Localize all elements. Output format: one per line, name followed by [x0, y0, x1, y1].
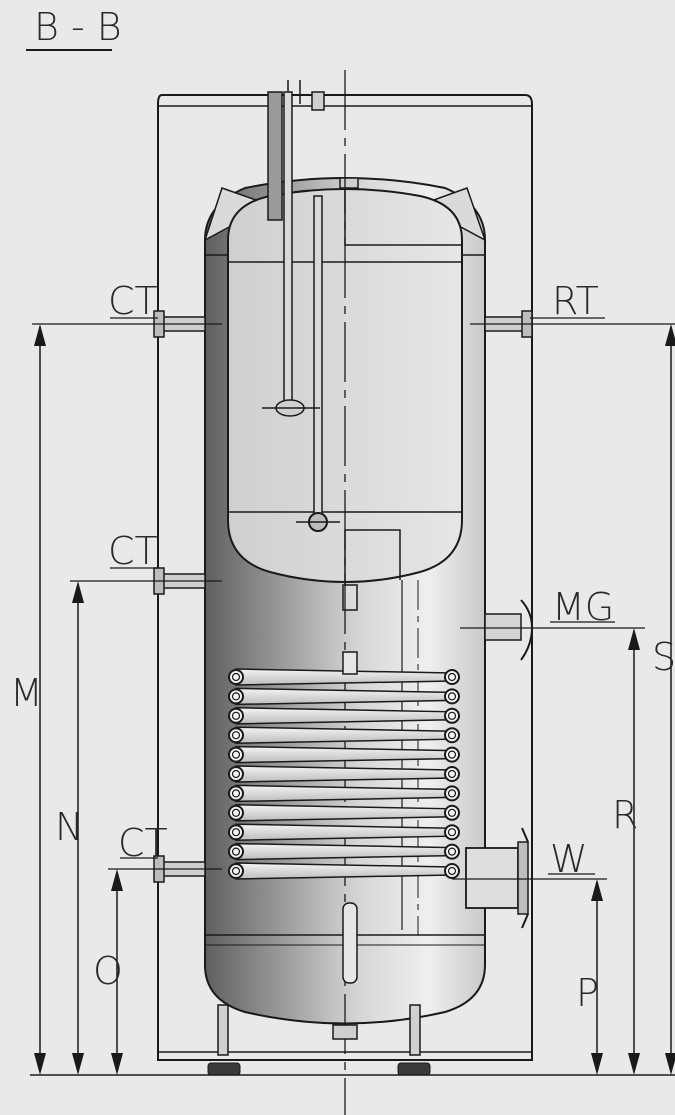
- coil-end: [228, 746, 244, 763]
- label-rt: RT: [552, 279, 599, 323]
- coil-end-inner: [231, 750, 241, 759]
- coil-end-inner: [231, 711, 241, 720]
- coil-end-inner: [231, 731, 241, 740]
- dim-r-arrow: [628, 628, 640, 650]
- heating-coil: [228, 651, 460, 984]
- coil-end: [228, 863, 244, 879]
- dim-p-arrow: [591, 879, 603, 901]
- label-mg: MG: [552, 585, 614, 629]
- dim-p-arrow: [591, 1053, 603, 1075]
- coil-end: [444, 707, 460, 724]
- coil-end: [444, 669, 460, 685]
- coil-end-inner: [231, 847, 241, 856]
- coil-end: [228, 785, 244, 802]
- coil-end: [228, 727, 244, 744]
- coil-end: [228, 766, 244, 782]
- coil-end: [444, 804, 460, 821]
- label-o: O: [93, 949, 123, 993]
- coil-end: [444, 727, 460, 744]
- coil-end: [444, 863, 460, 879]
- coil-end-inner: [231, 808, 241, 817]
- coil-end-inner: [447, 692, 457, 701]
- dim-n-arrow: [72, 581, 84, 603]
- coil-end-inner: [447, 866, 457, 876]
- coil-end-inner: [447, 731, 457, 740]
- coil-end-inner: [447, 711, 457, 720]
- section-title: B - B: [34, 5, 122, 49]
- coil-end-inner: [447, 808, 457, 817]
- coil-end-inner: [231, 769, 241, 779]
- coil-end: [444, 785, 460, 802]
- coil-end-inner: [447, 672, 457, 682]
- coil-end-inner: [447, 847, 457, 856]
- coil-end-inner: [231, 789, 241, 798]
- feet: [207, 1004, 431, 1076]
- coil-end-inner: [231, 692, 241, 701]
- coil-end-inner: [447, 769, 457, 779]
- top-pipes: [262, 80, 340, 532]
- coil-end: [444, 843, 460, 860]
- coil-end-inner: [231, 828, 241, 837]
- coil-end-inner: [447, 789, 457, 798]
- label-ct-bot: CT: [118, 821, 168, 865]
- coil-end: [228, 843, 244, 860]
- coil-end-inner: [231, 866, 241, 876]
- dim-m-arrow: [34, 324, 46, 346]
- coil-end-inner: [447, 750, 457, 759]
- connection-w: [465, 827, 529, 929]
- connection-mg: [484, 599, 534, 661]
- coil-end: [228, 804, 244, 821]
- label-s: S: [652, 635, 675, 679]
- coil-end: [444, 766, 460, 782]
- dim-m-arrow: [34, 1053, 46, 1075]
- coil-end: [444, 688, 460, 705]
- coil-end-inner: [447, 828, 457, 837]
- coil-end: [228, 707, 244, 724]
- coil-end: [228, 824, 244, 841]
- dim-r-arrow: [628, 1053, 640, 1075]
- coil-end: [228, 688, 244, 705]
- label-r: R: [612, 793, 638, 837]
- label-n: N: [55, 805, 83, 849]
- coil-end: [228, 669, 244, 685]
- coil-end: [444, 824, 460, 841]
- dim-n-arrow: [72, 1053, 84, 1075]
- coil-end: [444, 746, 460, 763]
- dim-o-arrow: [111, 869, 123, 891]
- label-w: W: [550, 837, 588, 881]
- dim-s-arrow: [665, 1053, 675, 1075]
- label-ct-top: CT: [108, 279, 158, 323]
- label-m: M: [10, 671, 43, 715]
- dim-s-arrow: [665, 324, 675, 346]
- dimension-lines: [30, 317, 675, 1076]
- label-ct-mid: CT: [108, 529, 158, 573]
- label-p: P: [576, 971, 599, 1015]
- coil-end-inner: [231, 672, 241, 682]
- dim-o-arrow: [111, 1053, 123, 1075]
